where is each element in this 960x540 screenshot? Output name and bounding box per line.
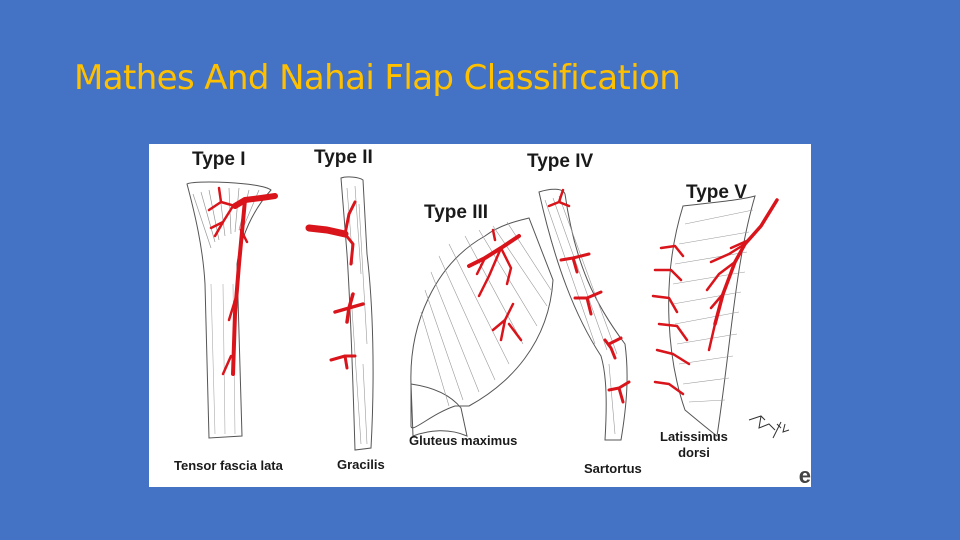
type-4-vessels (549, 190, 629, 402)
type-5-vessels (653, 200, 777, 394)
flap-classification-figure: Type I Type II Type III Type IV Type V T… (149, 144, 811, 487)
tensor-fascia-lata-label: Tensor fascia lata (174, 458, 283, 474)
gluteus-maximus-label: Gluteus maximus (409, 433, 517, 449)
latissimus-dorsi-label-line-1: Latissimus (660, 429, 728, 445)
type-2-muscle-outline (341, 177, 373, 450)
type-3-vessels (469, 230, 521, 340)
artist-signature (749, 416, 789, 438)
gracilis-label: Gracilis (337, 457, 385, 473)
type-3-label: Type III (424, 202, 488, 224)
type-2-label: Type II (314, 147, 373, 169)
type-5-label: Type V (686, 182, 747, 204)
type-4-muscle-outline (539, 189, 627, 440)
type-2-vessels (309, 202, 363, 368)
cropped-watermark-glyph: e (797, 463, 811, 487)
type-3-muscle-outline (411, 218, 553, 436)
type-4-label: Type IV (527, 151, 593, 173)
sartorius-label: Sartortus (584, 461, 642, 477)
slide-title: Mathes And Nahai Flap Classification (74, 58, 680, 98)
type-1-label: Type I (192, 149, 246, 171)
latissimus-dorsi-label-line-2: dorsi (660, 445, 728, 461)
vascular-pedicles (209, 188, 777, 402)
type-5-muscle-outline (669, 196, 755, 436)
type-1-muscle-outline (187, 182, 271, 438)
latissimus-dorsi-label: Latissimus dorsi (660, 429, 728, 461)
type-1-vessels (209, 188, 275, 374)
